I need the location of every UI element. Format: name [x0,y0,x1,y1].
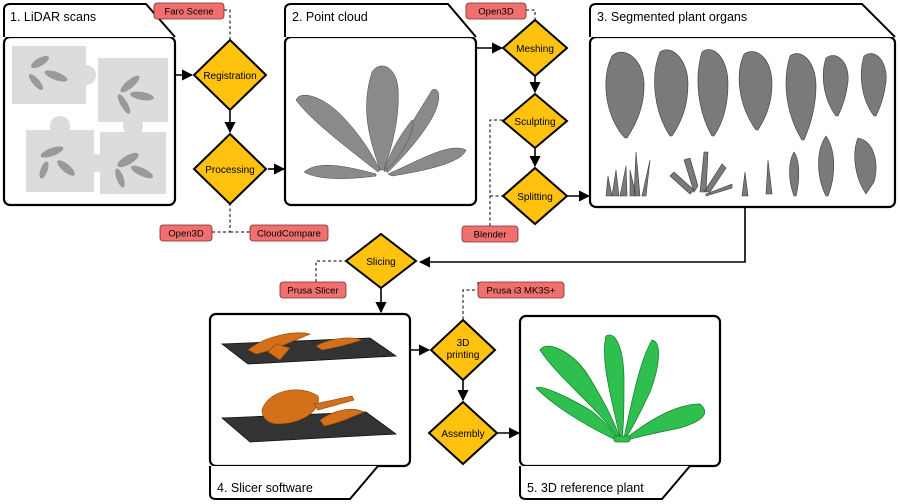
tool-prusa-slicer: Prusa Slicer [279,281,347,299]
tool-cloudcompare-tag [249,224,329,242]
connector-blender-sculpting [489,119,503,226]
tool-open3d-a-label: Open3D [168,229,204,240]
step-sculpting: Sculpting [501,92,569,150]
green-printed-plant [535,334,706,443]
panel-lidar-tab [3,3,176,38]
splitting-label: Splitting [517,192,553,203]
tool-cloudcompare-label: CloudCompare [257,229,321,240]
panel-slicer-title: 4. Slicer software [217,481,313,495]
step-slicing: Slicing [344,232,418,290]
tool-open3d-processing: Open3D [159,224,213,242]
registration-label: Registration [203,71,256,82]
panel-slicer: 4. Slicer software [208,312,412,500]
panel-lidar-title: 1. LiDAR scans [10,10,96,24]
panel-organs-tab [589,3,896,38]
tool-open3d-b-label: Open3D [478,7,514,18]
tool-prusa-printer-tag [477,281,565,299]
panel-cloud-tab [284,3,477,38]
tool-connectors [212,9,536,320]
tool-open3d-a-tag [159,224,213,242]
tool-blender-tag [461,225,519,243]
flow-arrows [175,42,746,439]
tool-blender: Blender [461,225,519,243]
step-registration: Registration [192,38,268,112]
tool-cloudcompare: CloudCompare [249,224,329,242]
tool-prusa-printer: Prusa i3 MK3S+ [477,281,565,299]
connector-open3d-meshing [526,9,536,20]
tool-prusa-printer-label: Prusa i3 MK3S+ [487,286,556,297]
step-processing: Processing [192,132,268,206]
panel-reference-title: 5. 3D reference plant [527,481,644,495]
tool-open3d-b-tag [465,2,527,20]
processing-label: Processing [205,165,254,176]
tool-faro: Faro Scene [153,2,225,20]
panel-organs: 3. Segmented plant organs [588,3,897,209]
tool-faro-label: Faro Scene [164,7,213,18]
step-meshing: Meshing [501,18,569,78]
registration-diamond [192,38,268,112]
step-splitting: Splitting [501,166,569,226]
assembly-label: Assembly [441,429,484,440]
assembly-diamond [427,400,499,466]
splitting-diamond [501,166,569,226]
connector-faro [224,9,231,40]
lidar-scan-puzzle [12,46,168,194]
slicing-diamond [344,232,418,290]
segmented-leaves [605,49,887,197]
slicing-label: Slicing [366,257,395,268]
panel-reference: 5. 3D reference plant [518,314,722,500]
processing-diamond [192,132,268,206]
panel-slicer-tab [209,465,379,500]
sculpting-diamond [501,92,569,150]
panel-slicer-frame [208,312,412,468]
connector-open3d-processing [212,204,231,233]
step-assembly: Assembly [427,400,499,466]
connector-prusa-printer [462,282,479,320]
printing-label-line2: printing [447,350,480,361]
point-cloud-plant [295,65,467,179]
tool-open3d-meshing: Open3D [465,2,527,20]
printing-diamond [429,318,497,382]
tool-prusa-slicer-tag [279,281,347,299]
tool-faro-tag [153,2,225,20]
sculpting-label: Sculpting [514,117,555,128]
connector-prusa-slicer [315,260,348,282]
print-bed-top [220,332,398,365]
arrow-organs-to-slicing [418,207,746,268]
panel-reference-tab [519,465,691,500]
panel-cloud-title: 2. Point cloud [292,10,368,24]
tool-blender-label: Blender [474,230,507,241]
meshing-diamond [501,18,569,78]
tool-prusa-slicer-label: Prusa Slicer [287,286,338,297]
panel-organs-title: 3. Segmented plant organs [597,10,747,24]
panel-lidar: 1. LiDAR scans [2,3,177,207]
step-3d-printing: 3D printing [429,318,497,382]
print-bed-bottom [220,389,398,443]
meshing-label: Meshing [516,44,554,55]
panel-cloud: 2. Point cloud [283,3,478,207]
printing-label-line1: 3D [457,338,470,349]
